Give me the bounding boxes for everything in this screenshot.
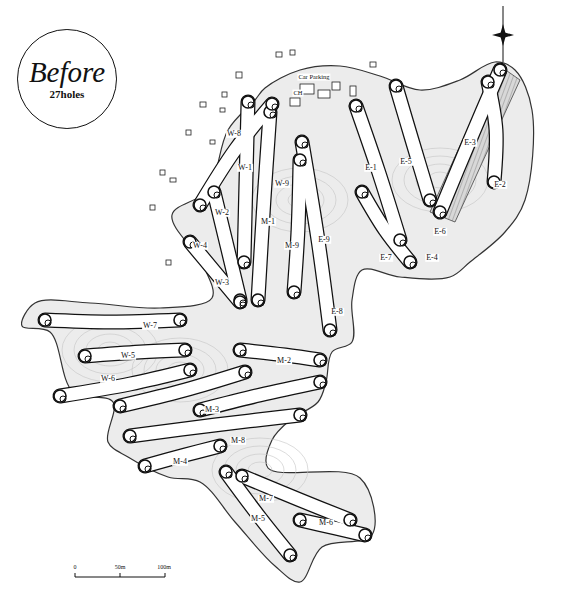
scale-label: 100m: [156, 564, 172, 570]
hole-number: W-5: [120, 352, 136, 360]
course-boundary: [22, 62, 534, 582]
scale-label: 0: [73, 564, 78, 570]
buildings: [150, 50, 376, 265]
hole-number: E-1: [364, 164, 378, 172]
title-circle: Before27holes: [17, 29, 117, 129]
hole-number: E-9: [317, 236, 331, 244]
facility-label: Car Parking: [297, 74, 330, 81]
hole-number: M-4: [172, 458, 188, 466]
hole-number: W-9: [274, 180, 290, 188]
scale-bar: [75, 573, 165, 577]
hole-number: M-6: [318, 519, 334, 527]
hole-number: W-8: [226, 130, 242, 138]
hole-number: W-3: [214, 279, 230, 287]
hole-number: E-5: [399, 158, 413, 166]
hole-number: W-4: [192, 242, 208, 250]
facility-label: CH: [292, 90, 303, 97]
hole-number: W-7: [142, 322, 158, 330]
hole-number: E-3: [463, 139, 477, 147]
hole-number: E-8: [330, 308, 344, 316]
hole-number: E-7: [379, 254, 393, 262]
hole-number: E-2: [493, 181, 507, 189]
hole-number: M-8: [230, 437, 246, 445]
title-text: Before: [29, 57, 105, 87]
hole-number: W-6: [100, 375, 116, 383]
hatched-zone: [430, 64, 520, 222]
hole-number: E-6: [433, 228, 447, 236]
hole-number: M-7: [258, 495, 274, 503]
fairways: [39, 64, 506, 561]
hole-number: M-1: [260, 218, 276, 226]
hole-number: W-1: [237, 164, 253, 172]
hole-number: W-2: [214, 209, 230, 217]
hole-number: M-2: [276, 357, 292, 365]
hole-number: M-3: [204, 406, 220, 414]
north-arrow: [492, 6, 514, 62]
scale-label: 50m: [114, 564, 127, 570]
hole-number: E-4: [425, 254, 439, 262]
hole-number: M-9: [284, 242, 300, 250]
subtitle-text: 27holes: [50, 88, 85, 101]
hole-number: M-5: [250, 515, 266, 523]
